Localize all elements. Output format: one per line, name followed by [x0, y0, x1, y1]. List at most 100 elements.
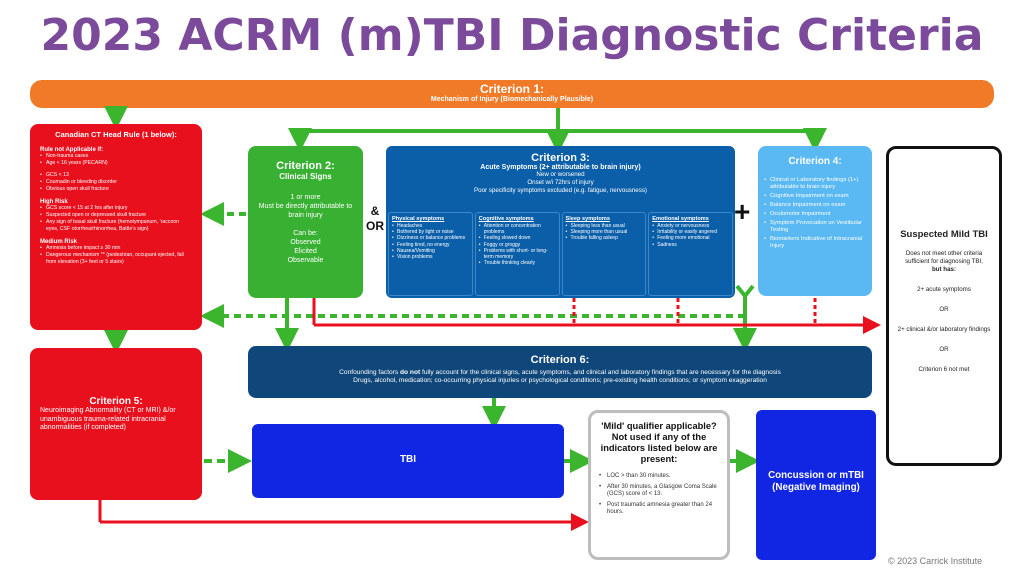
list-item: Sadness: [652, 242, 729, 248]
criterion-5-text: Neuroimaging Abnormality (CT or MRI) &/o…: [40, 407, 176, 431]
medium-risk-heading: Medium Risk: [40, 239, 78, 245]
criterion-6-line1-bold: do not: [400, 369, 421, 376]
suspected-or: OR: [939, 346, 949, 353]
list-item: Sleeping less than usual: [566, 223, 643, 229]
or-label: OR: [366, 219, 384, 233]
criterion-2-item: Observable: [287, 257, 324, 264]
criterion-3-line: Onset w/i 72hrs of injury: [527, 179, 594, 186]
list-item: Problems with short- or long-term memory: [479, 248, 556, 260]
list-item: Vision problems: [392, 254, 469, 260]
plus-symbol: +: [734, 196, 751, 227]
symptom-columns: Physical symptoms Headaches Bothered by …: [388, 212, 733, 296]
medium-risk-list: Amnesia before impact ≥ 30 min Dangerous…: [40, 245, 192, 266]
suspected-text: Does not meet other criteria sufficient …: [905, 250, 983, 265]
criterion-2-item: Observed: [290, 239, 321, 246]
suspected-heading: Suspected Mild TBI: [900, 229, 988, 240]
list-item: Bothered by light or noise: [392, 229, 469, 235]
list-item: Age < 16 years (PECARN): [40, 160, 192, 167]
list-item: LOC > than 30 minutes.: [597, 473, 721, 481]
list-item: Clinical or Laboratory findings (1+) att…: [764, 177, 866, 191]
criterion-4-box: Criterion 4: Clinical or Laboratory find…: [758, 146, 872, 296]
criterion-3-box: Criterion 3: Acute Symptoms (2+ attribut…: [386, 146, 735, 298]
criterion-2-line2: Must be directly attributable to brain i…: [258, 203, 353, 219]
list-item: Feeling more emotional: [652, 235, 729, 241]
suspected-but-has: but has:: [931, 266, 957, 273]
column-heading: Cognitive symptoms: [478, 216, 534, 222]
concussion-box: Concussion or mTBI (Negative Imaging): [756, 410, 876, 560]
list-item: GCS < 13: [40, 172, 192, 179]
criterion-5-heading: Criterion 5:: [89, 396, 143, 407]
criterion-6-line1-pre: Confounding factors: [339, 369, 401, 376]
list-item: Trouble thinking clearly: [479, 260, 556, 266]
sleep-symptoms-column: Sleep symptoms Sleeping less than usual …: [561, 212, 647, 296]
list-item: Nausea/Vomiting: [392, 248, 469, 254]
not-applicable-list-2: GCS < 13 Coumadin or bleeding disorder O…: [40, 172, 192, 193]
funnel-right: [743, 284, 755, 298]
list-item: Balance Impairment on exam: [764, 202, 866, 209]
list-item: Any sign of basal skull fracture (hemoty…: [40, 219, 192, 233]
list-item: Irritability or easily angered: [652, 229, 729, 235]
column-heading: Emotional symptoms: [652, 216, 709, 222]
list-item: Non-trauma cases: [40, 153, 192, 160]
suspected-option: 2+ acute symptoms: [917, 286, 971, 293]
list-item: Amnesia before impact ≥ 30 min: [40, 245, 192, 252]
criterion-3-line: Poor specificity symptoms excluded (e.g.…: [474, 187, 647, 194]
tbi-label: TBI: [399, 454, 417, 465]
list-item: Anxiety or nervousness: [652, 223, 729, 229]
criterion-3-heading: Criterion 3:: [531, 152, 590, 164]
criterion-6-heading: Criterion 6:: [530, 354, 590, 366]
criterion-5-box: Criterion 5: Neuroimaging Abnormality (C…: [30, 348, 202, 500]
criterion-2-item: Elicited: [294, 248, 317, 255]
list-item: Cognitive Impairment on exam: [764, 193, 866, 200]
criterion-6-line1: Confounding factors do not fully account…: [248, 369, 872, 377]
column-heading: Sleep symptoms: [565, 216, 610, 222]
suspected-or: OR: [939, 306, 949, 313]
criterion-6-line2: Drugs, alcohol, medication; co-occurring…: [353, 377, 767, 384]
list-item: Sleeping more than usual: [566, 229, 643, 235]
list-item: Biomarkers Indicative of Intracranial In…: [764, 236, 866, 250]
criterion-3-subheading: Acute Symptoms (2+ attributable to brain…: [480, 164, 641, 171]
list-item: Dizziness or balance problems: [392, 235, 469, 241]
list-item: After 30 minutes, a Glasgow Coma Scale (…: [597, 484, 721, 499]
tbi-box: TBI: [252, 424, 564, 498]
list-item: Suspected open or depressed skull fractu…: [40, 212, 192, 219]
criterion-2-line1: 1 or more: [290, 194, 321, 201]
emotional-symptoms-column: Emotional symptoms Anxiety or nervousnes…: [648, 212, 733, 296]
high-risk-list: GCS score < 15 at 2 hrs after injury Sus…: [40, 205, 192, 233]
criterion-4-heading: Criterion 4:: [788, 156, 842, 167]
list-item: Headaches: [392, 223, 469, 229]
suspected-option: 2+ clinical &/or laboratory findings: [897, 326, 991, 333]
list-item: Dangerous mechanism ** (pedestrian, occu…: [40, 252, 192, 266]
list-item: Foggy or groggy: [479, 242, 556, 248]
criterion-3-line: New or worsened: [536, 171, 585, 178]
canadian-heading: Canadian CT Head Rule (1 below):: [55, 130, 177, 139]
criterion-6-line1-post: fully account for the clinical signs, ac…: [420, 369, 781, 376]
criterion-2-subheading: Clinical Signs: [279, 172, 332, 181]
criterion-1-box: Criterion 1: Mechanism of Injury (Biomec…: [30, 80, 994, 108]
concussion-label: Concussion or mTBI (Negative Imaging): [768, 470, 864, 493]
criterion-6-box: Criterion 6: Confounding factors do not …: [248, 346, 872, 398]
column-heading: Physical symptoms: [392, 216, 445, 222]
page-title: 2023 ACRM (m)TBI Diagnostic Criteria: [40, 10, 984, 61]
criterion-1-heading: Criterion 1:: [479, 82, 544, 96]
physical-symptoms-column: Physical symptoms Headaches Bothered by …: [388, 212, 473, 296]
criterion-2-heading: Criterion 2:: [276, 160, 335, 172]
list-item: Post traumatic amnesia greater than 24 h…: [597, 502, 721, 517]
and-symbol: &: [370, 204, 380, 218]
high-risk-heading: High Risk: [40, 199, 68, 205]
list-item: Coumadin or bleeding disorder: [40, 179, 192, 186]
list-item: Attention or concentration problems: [479, 223, 556, 235]
not-applicable-list: Non-trauma cases Age < 16 years (PECARN): [40, 153, 192, 167]
criterion-1-subheading: Mechanism of Injury (Biomechanically Pla…: [430, 96, 594, 103]
cognitive-symptoms-column: Cognitive symptoms Attention or concentr…: [474, 212, 560, 296]
list-item: Trouble falling asleep: [566, 235, 643, 241]
funnel-left: [735, 284, 747, 298]
list-item: Obvious open skull fracture: [40, 186, 192, 193]
copyright-notice: © 2023 Carrick Institute: [888, 556, 983, 566]
list-item: Feeling tired, no energy: [392, 242, 469, 248]
list-item: Symptom Provocation on Vestibular Testin…: [764, 220, 866, 234]
mild-heading: 'Mild' qualifier applicable? Not used if…: [600, 421, 718, 464]
and-or-connector: & OR: [364, 204, 386, 234]
suspected-mild-tbi-box: Suspected Mild TBI Does not meet other c…: [886, 146, 1002, 466]
mild-qualifier-box: 'Mild' qualifier applicable? Not used if…: [588, 410, 730, 560]
